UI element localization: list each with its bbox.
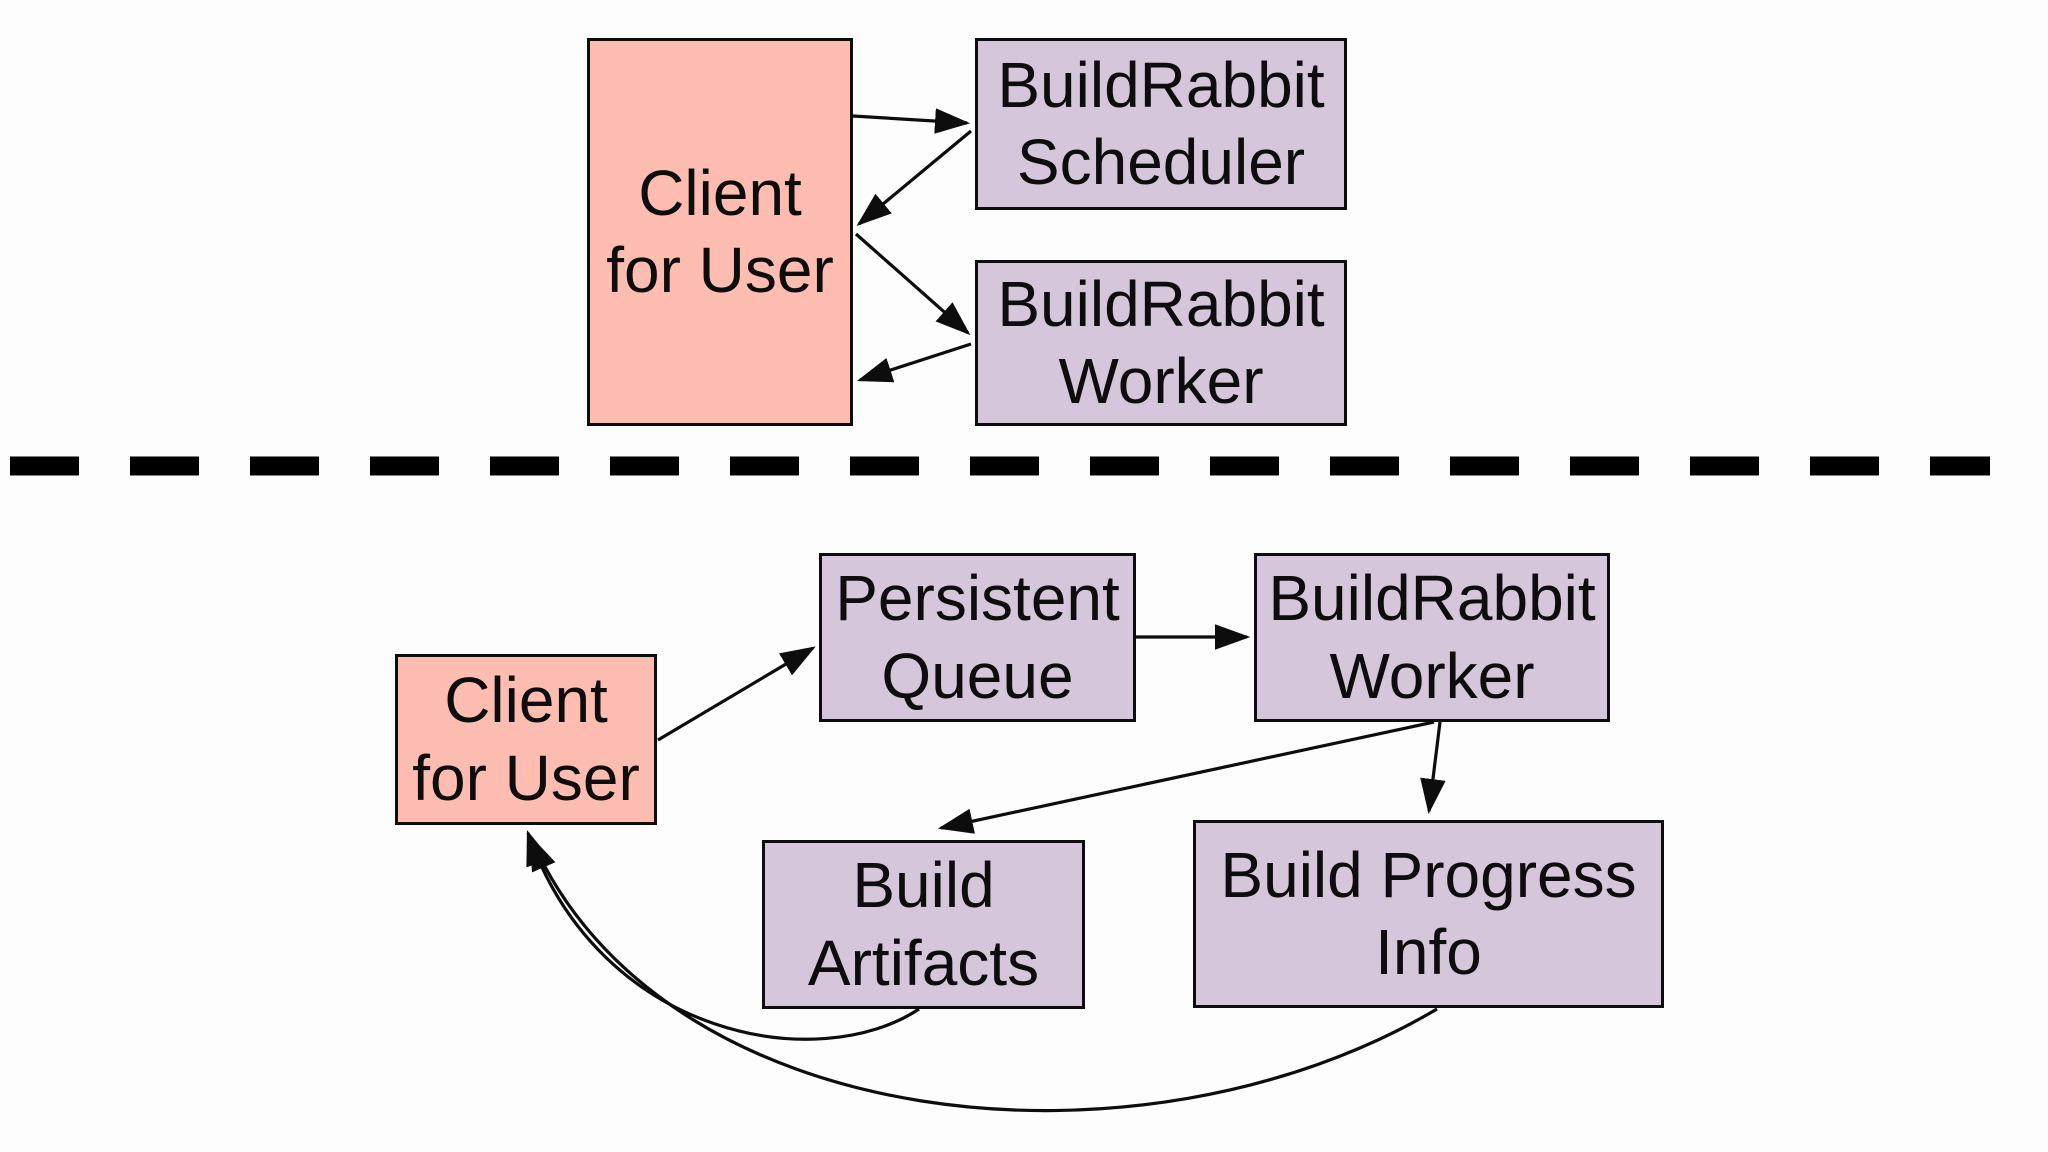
edge-scheduler-to-client: [856, 129, 973, 227]
node-client-for-user-top: Client for User: [587, 38, 853, 426]
edge-worker-to-artifacts: [937, 720, 1435, 834]
edge-worker-to-client: [856, 342, 972, 383]
edge-worker-to-progress: [1420, 721, 1446, 815]
node-label-line: BuildRabbit: [997, 48, 1325, 121]
node-label-line: Client: [638, 156, 802, 229]
node-build-progress-info: Build Progress Info: [1193, 820, 1664, 1008]
node-label-line: Info: [1375, 916, 1482, 988]
node-label-line: Scheduler: [1016, 126, 1306, 198]
node-build-artifacts: Build Artifacts: [762, 840, 1085, 1009]
node-buildrabbit-worker-top: BuildRabbit Worker: [975, 260, 1347, 426]
node-label-line: Build: [852, 849, 995, 922]
edge-progress-to-client-curve: [529, 835, 1438, 1113]
node-label-line: Persistent: [835, 562, 1120, 635]
edge-artifacts-to-client-curve: [526, 829, 920, 1041]
node-label-line: Worker: [1329, 639, 1535, 712]
edge-client-to-queue: [657, 646, 816, 742]
node-client-for-user-bottom: Client for User: [395, 654, 657, 825]
node-label-line: Build Progress: [1220, 838, 1637, 911]
node-label-line: Artifacts: [807, 926, 1040, 999]
node-label-line: BuildRabbit: [1268, 562, 1596, 635]
edge-client-to-worker: [854, 232, 971, 336]
node-label-line: BuildRabbit: [997, 267, 1325, 340]
node-persistent-queue: Persistent Queue: [819, 553, 1136, 722]
edge-client-to-scheduler: [852, 108, 971, 134]
node-buildrabbit-scheduler: BuildRabbit Scheduler: [975, 38, 1347, 210]
node-label-line: Client: [444, 664, 608, 737]
node-label-line: for User: [606, 234, 834, 306]
node-label-line: Queue: [881, 639, 1074, 712]
node-buildrabbit-worker-bottom: BuildRabbit Worker: [1254, 553, 1610, 722]
node-label-line: for User: [412, 741, 640, 814]
node-label-line: Worker: [1058, 345, 1264, 417]
